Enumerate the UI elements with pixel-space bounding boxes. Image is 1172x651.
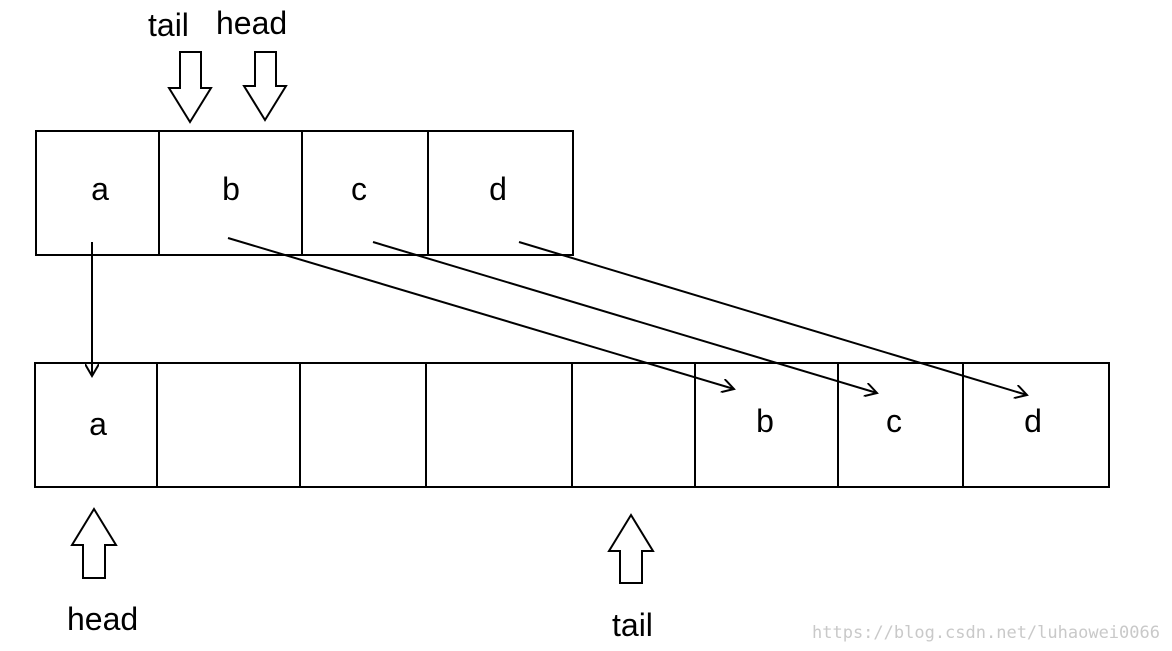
old-tail-arrow-icon [167,51,213,124]
new-tail-arrow-icon [607,513,655,584]
old-cell-1: b [222,171,240,207]
old-cell-3: d [489,171,507,207]
old-cell-0: a [91,171,109,207]
old-tail-label: tail [148,7,189,43]
copy-arrow-b [227,237,734,389]
old-head-label: head [216,5,287,41]
old-cell-2: c [351,171,367,207]
new-head-label: head [67,601,138,637]
new-cell-7: d [1024,403,1042,439]
new-cell-5: b [756,403,774,439]
watermark-text: https://blog.csdn.net/luhaowei0066 [812,623,1160,643]
old-array-frame [35,130,574,256]
copy-arrow-c [372,241,877,393]
copy-arrow-d [518,241,1027,395]
new-tail-label: tail [612,607,653,643]
new-array: a b c d [34,362,1110,488]
old-head-arrow-icon [242,51,288,122]
new-cell-6: c [886,403,902,439]
old-array: a b c d [35,130,574,256]
new-cell-0: a [89,406,107,442]
new-head-arrow-icon [70,507,118,579]
